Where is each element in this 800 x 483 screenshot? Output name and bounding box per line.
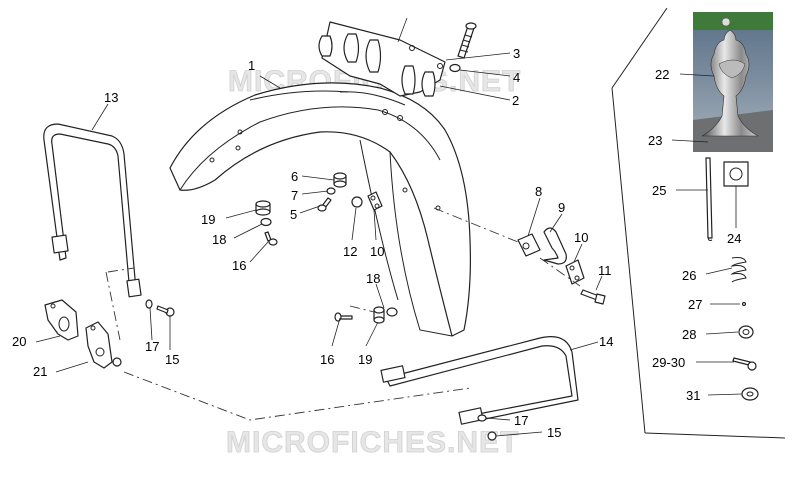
mascot-photo [693, 12, 773, 152]
callout-6: 6 [291, 169, 298, 184]
screw-29-30 [732, 357, 757, 371]
washer-17-left [145, 299, 153, 309]
callout-21: 21 [33, 364, 47, 379]
fender-clamp [318, 21, 446, 97]
bolt-15-right [487, 431, 497, 441]
callout-25: 25 [652, 183, 666, 198]
callout-8: 8 [535, 184, 542, 199]
base-plate-24 [723, 161, 749, 187]
callout-14: 14 [599, 334, 613, 349]
accessory-panel-border [611, 7, 786, 439]
callout-18-left: 18 [212, 232, 226, 247]
leader-lines [35, 52, 743, 437]
callout-4: 4 [513, 70, 520, 85]
callout-17-right: 17 [514, 413, 528, 428]
bolt-11 [580, 289, 606, 305]
washer-4 [449, 63, 461, 73]
callout-7: 7 [291, 188, 298, 203]
plate-10-right [565, 259, 585, 285]
callout-13: 13 [104, 90, 118, 105]
plate-10-middle [367, 191, 383, 211]
callout-19-middle: 19 [358, 352, 372, 367]
callout-11: 11 [598, 263, 612, 278]
front-fender [169, 82, 471, 337]
callout-31: 31 [686, 388, 700, 403]
mascot-stud-25 [705, 157, 713, 241]
callout-17-left: 17 [145, 339, 159, 354]
callout-16-middle: 16 [320, 352, 334, 367]
washer-17-right [477, 414, 487, 422]
screw-16-middle [334, 312, 353, 322]
callout-10-middle: 10 [370, 244, 384, 259]
callout-28: 28 [682, 327, 696, 342]
spacer-19-left [255, 200, 271, 216]
spring-clip-9 [543, 227, 567, 265]
callout-2: 2 [512, 93, 519, 108]
callout-15-right: 15 [547, 425, 561, 440]
callout-29-30: 29-30 [652, 355, 685, 370]
bracket-20 [44, 299, 79, 341]
spacer-6 [333, 172, 347, 188]
watermark-bottom: MICROFICHES.NET [226, 426, 519, 459]
callout-3: 3 [513, 46, 520, 61]
nut-12 [351, 196, 363, 208]
clip-8 [517, 233, 541, 257]
washer-31 [741, 387, 759, 401]
assembly-lines [105, 207, 581, 421]
rear-support-bar-13 [43, 123, 142, 298]
washer-7 [326, 187, 336, 195]
bracket-21 [85, 321, 122, 369]
callout-18-middle: 18 [366, 271, 380, 286]
callout-23: 23 [648, 133, 662, 148]
rear-support-bar-14 [380, 336, 579, 425]
ball-27 [741, 301, 747, 307]
spring-26 [730, 257, 747, 283]
bolt-15-left [156, 305, 175, 317]
callout-5: 5 [290, 207, 297, 222]
callout-20: 20 [12, 334, 26, 349]
callout-15-left: 15 [165, 352, 179, 367]
washer-28 [738, 325, 754, 339]
callout-10-right: 10 [574, 230, 588, 245]
callout-12: 12 [343, 244, 357, 259]
callout-26: 26 [682, 268, 696, 283]
screw-5 [317, 197, 332, 212]
washer-18-middle [386, 307, 398, 317]
callout-24: 24 [727, 231, 741, 246]
callout-1: 1 [248, 58, 255, 73]
callout-22: 22 [655, 67, 669, 82]
callout-16-left: 16 [232, 258, 246, 273]
spacer-19-middle [373, 306, 385, 324]
callout-9: 9 [558, 200, 565, 215]
washer-18-left [260, 217, 272, 227]
bolt-3 [457, 22, 477, 59]
callout-27: 27 [688, 297, 702, 312]
callout-19-left: 19 [201, 212, 215, 227]
screw-16-left [264, 231, 278, 246]
